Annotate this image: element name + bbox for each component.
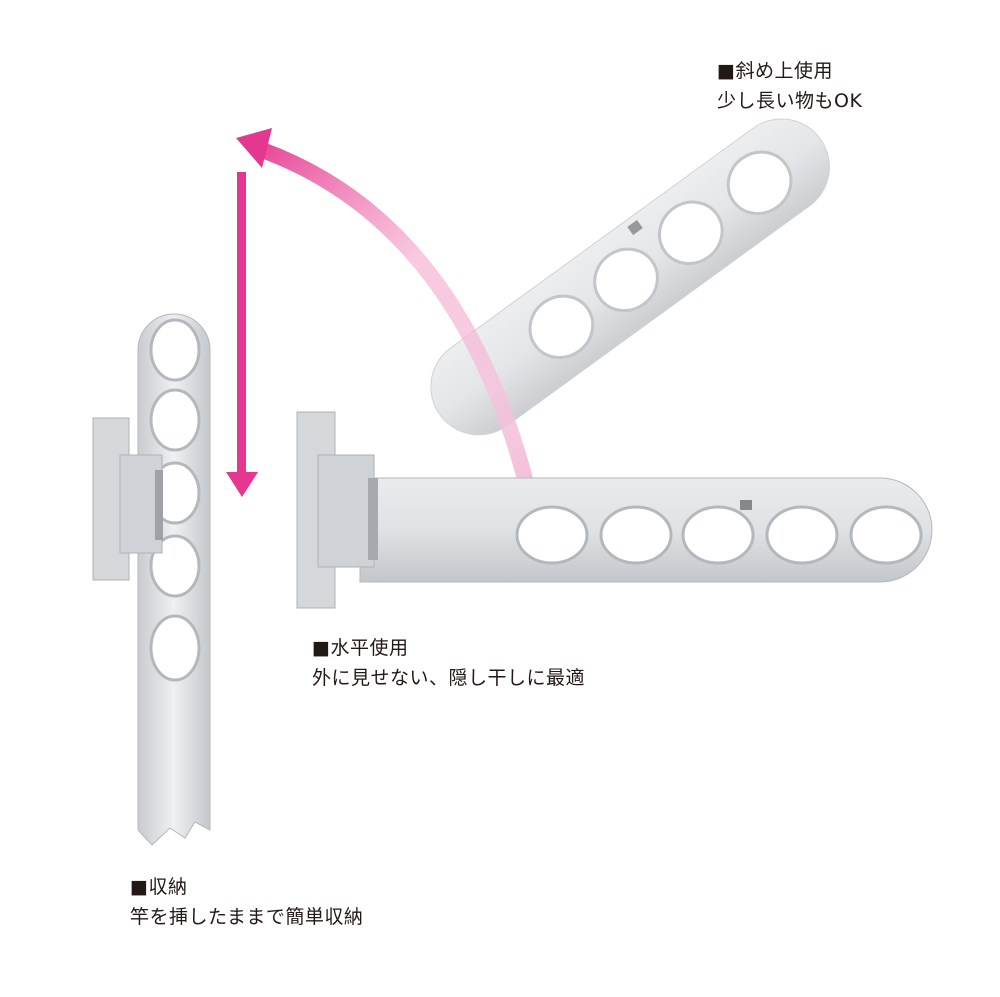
caption-storage: ■収納 竿を挿したままで簡単収納 <box>130 872 363 932</box>
caption-horizontal: ■水平使用 外に見せない、隠し干しに最適 <box>312 633 585 693</box>
caption-horizontal-desc: 外に見せない、隠し干しに最適 <box>312 667 586 689</box>
caption-storage-title: ■収納 <box>130 876 188 898</box>
stored-hanger <box>92 313 211 846</box>
diagonal-hanger <box>430 118 830 436</box>
caption-diagonal-desc: 少し長い物もOK <box>717 90 863 112</box>
horizontal-hanger <box>296 411 933 609</box>
rotation-arc-arrow <box>259 142 548 547</box>
caption-horizontal-title: ■水平使用 <box>312 637 409 659</box>
caption-storage-desc: 竿を挿したままで簡単収納 <box>130 906 364 928</box>
caption-diagonal-title: ■斜め上使用 <box>717 60 833 82</box>
arc-arrowhead-icon <box>236 128 272 168</box>
down-arrowhead-icon <box>226 472 258 497</box>
vertical-arrow-shaft <box>237 172 246 477</box>
caption-diagonal: ■斜め上使用 少し長い物もOK <box>717 56 862 116</box>
